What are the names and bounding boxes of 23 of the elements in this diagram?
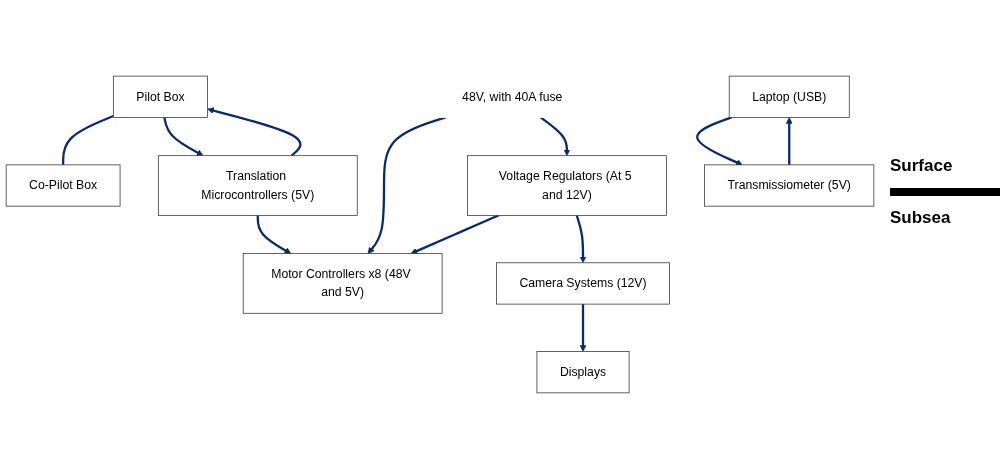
arrow [785,116,793,165]
zone-label: Surface [890,155,954,177]
node-box: Co-Pilot Box [5,164,121,207]
arrow [410,213,500,254]
arrow [575,214,587,263]
node-box: Pilot Box [112,75,208,118]
node-box: Camera Systems (12V) [496,261,670,304]
node-box: Transmissiometer (5V) [704,164,875,207]
connector [61,114,114,165]
node-text: 48V, with 40A fuse [462,89,563,103]
node-box: Motor Controllers x8 (48V and 5V) [242,252,443,314]
arrow [207,106,302,157]
node-box: Laptop (USB) [728,75,850,118]
zone-label: Subsea [890,207,952,229]
node-box: Translation Microcontrollers (5V) [157,154,358,216]
arrow [367,115,446,254]
arrow [539,116,571,156]
arrow [256,214,292,254]
node-box: Displays [536,350,630,393]
node-box: Voltage Regulators (At 5 and 12V) [467,154,667,216]
arrow [163,116,204,156]
arrow [696,115,743,165]
arrow [579,303,587,352]
